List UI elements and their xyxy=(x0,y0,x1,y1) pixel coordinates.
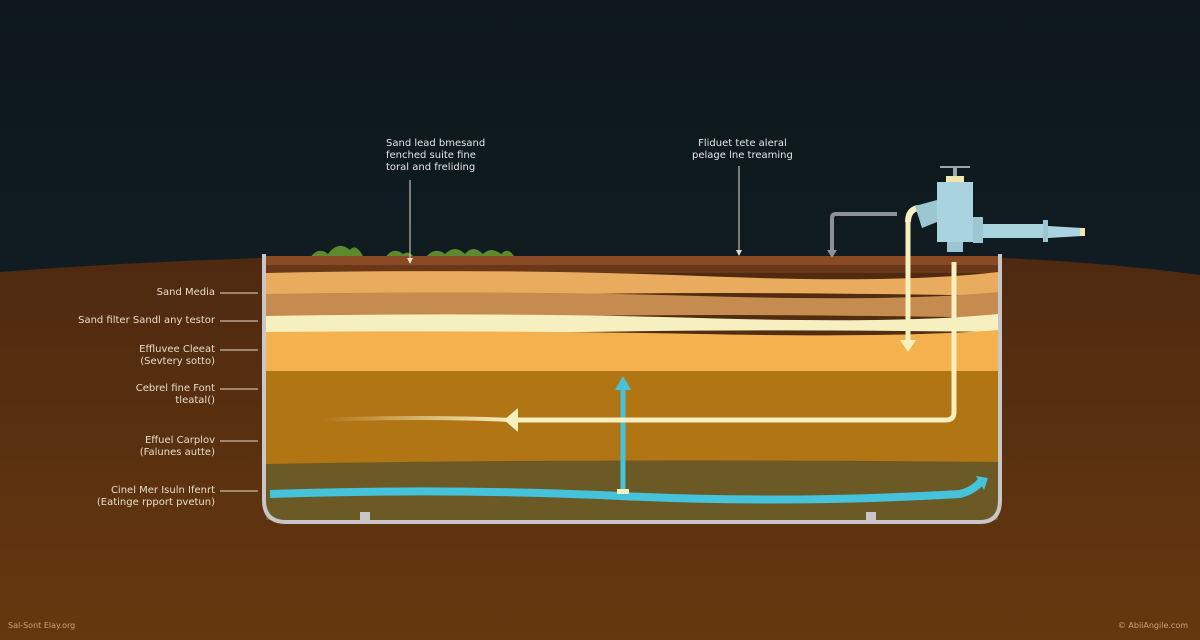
water-flow-line xyxy=(269,477,986,504)
left-arrow-icon xyxy=(504,408,518,432)
label-drainage: Cinel Mer Isuln Ifenrt (Eatinge rpport p… xyxy=(96,485,215,508)
effluent-pipe xyxy=(512,262,957,423)
label-effluent-carplov: Effuel Carplov (Falunes autte) xyxy=(139,435,215,458)
footer-right: © AbiiAngile.com xyxy=(1117,621,1188,630)
tank-wall xyxy=(262,254,1002,524)
label-central-font: Cebrel fine Font tleatal() xyxy=(135,383,215,406)
down-arrow-icon xyxy=(900,340,916,352)
water-arrow-icon xyxy=(976,476,988,490)
label-sand-media: Sand Media xyxy=(156,287,215,298)
callout-lines xyxy=(220,166,740,492)
label-effluent-clear: Effluvee Cleeat (Sevtery sotto) xyxy=(139,344,215,367)
filter-layers xyxy=(266,256,998,520)
top-label-1: Sand lead bmesand fenched suite fine tor… xyxy=(386,138,486,173)
up-arrow-icon xyxy=(615,376,631,390)
footer-left: Sal-Sont Elay.org xyxy=(8,621,76,630)
top-label-2: Fliduet tete aleral pelage lne treaming xyxy=(692,138,793,161)
gray-pipe xyxy=(830,212,897,252)
valve-assembly xyxy=(915,166,1085,252)
label-sand-filter: Sand filter Sandl any testor xyxy=(78,315,215,326)
